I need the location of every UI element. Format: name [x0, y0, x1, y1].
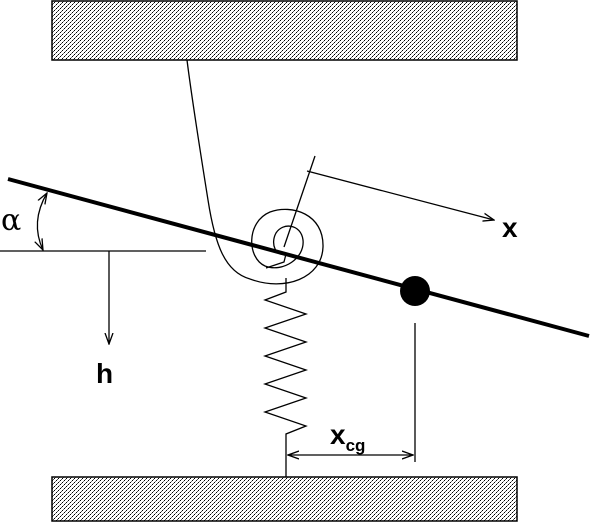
translational-spring: [262, 278, 309, 477]
body-x-axis-stem: [283, 155, 316, 248]
center-of-gravity-dot: [400, 276, 430, 306]
torsion-wire: [186, 59, 251, 280]
pitch-angle-label: α: [1, 203, 21, 238]
airfoil-chord-line: [7, 177, 590, 338]
xcg-label-subscript: cg: [346, 436, 366, 455]
torsion-spring-spiral: [249, 208, 324, 285]
plunge-label: h: [96, 358, 113, 389]
xcg-label-main: x: [330, 419, 346, 450]
bottom-ground-block: [51, 476, 518, 522]
pitch-angle-arc: [37, 193, 47, 250]
top-ground-block: [51, 0, 518, 61]
body-x-axis-label: x: [502, 212, 518, 243]
xcg-label: xcg: [330, 419, 365, 455]
body-x-axis-arrow: [306, 170, 494, 220]
